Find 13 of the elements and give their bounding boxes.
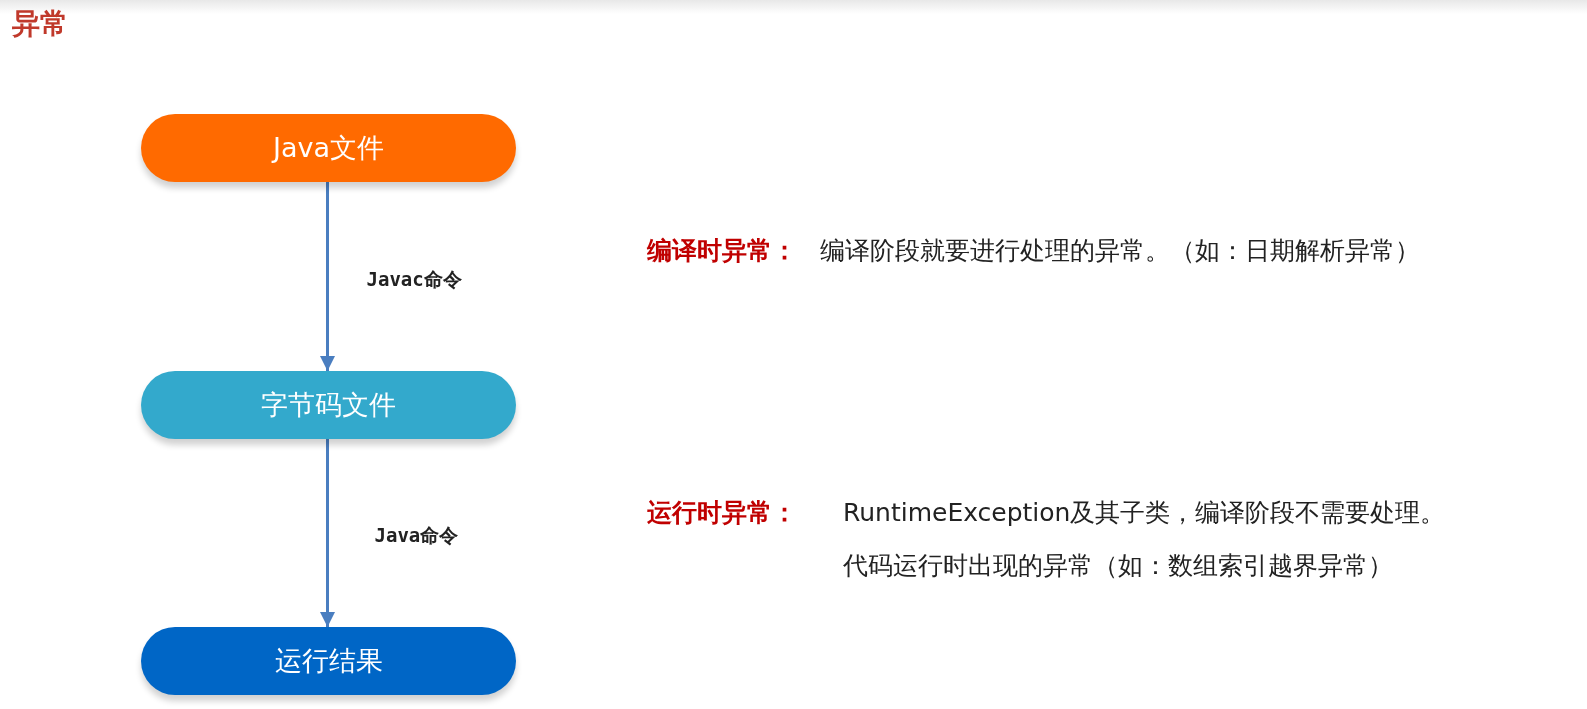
edge-label: Java命令 (374, 523, 459, 548)
description-text: 代码运行时出现的异常（如：数组索引越界异常） (843, 550, 1393, 582)
arrow (320, 439, 335, 627)
process-pill: 运行结果 (141, 627, 516, 695)
process-pill: 字节码文件 (141, 371, 516, 439)
process-pill: Java文件 (141, 114, 516, 182)
description-text: RuntimeException及其子类，编译阶段不需要处理。 (843, 497, 1446, 529)
arrow (320, 182, 335, 371)
page-title: 异常 (12, 10, 68, 38)
description-text: 编译阶段就要进行处理的异常。（如：日期解析异常） (820, 235, 1420, 267)
edge-label: Javac命令 (366, 266, 462, 292)
category-label: 编译时异常： (647, 235, 797, 267)
category-label: 运行时异常： (647, 497, 797, 529)
